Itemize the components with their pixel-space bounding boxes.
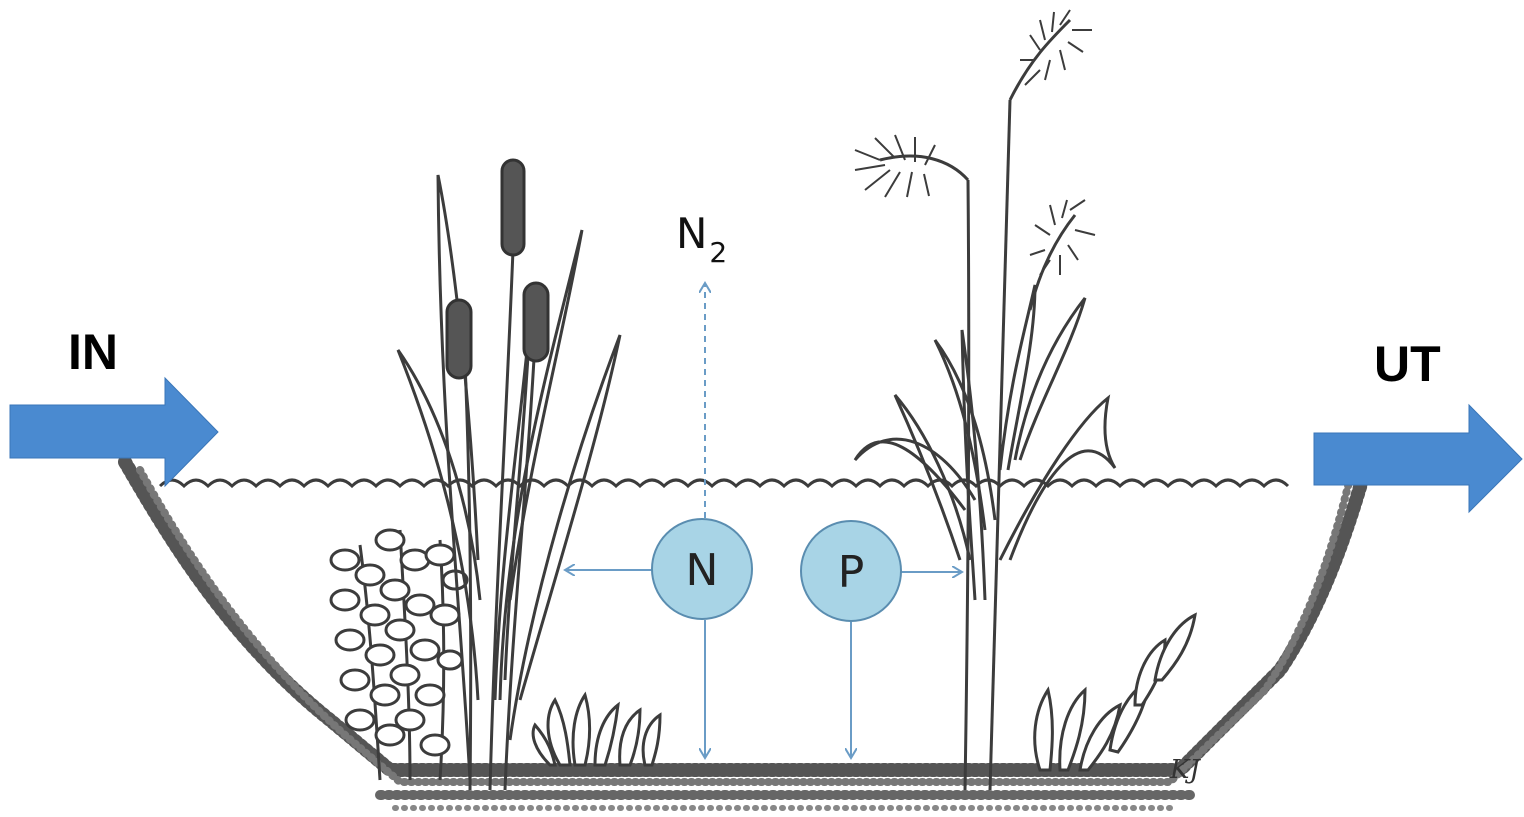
nitrogen-gas-base: N: [676, 209, 707, 258]
water-surface: [160, 480, 1288, 486]
phosphorus-label: P: [838, 547, 865, 598]
reed-plant-icon: [855, 10, 1115, 790]
nitrogen-label: N: [686, 545, 719, 596]
bottom-plant-icon: [533, 695, 660, 765]
artist-signature: KJ: [1169, 755, 1201, 785]
inflow-arrow-icon: [10, 378, 218, 486]
bottom-right-plant-icon: [1035, 615, 1195, 770]
inflow-label: IN: [68, 324, 118, 380]
nitrogen-gas-label: N2: [676, 209, 727, 269]
nitrogen-gas-subscript: 2: [709, 236, 727, 269]
outflow-label: UT: [1374, 336, 1441, 392]
